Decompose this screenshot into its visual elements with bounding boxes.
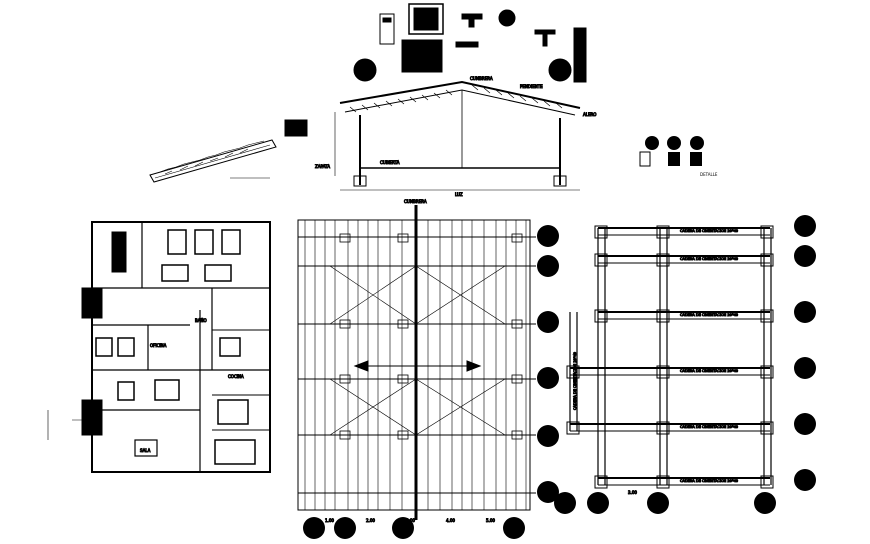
foundation-beam-plan: CADENA DE CIMENTACION 20*40 CADENA DE CI… — [554, 215, 816, 514]
beam-column-boxes — [566, 225, 774, 489]
detail-icons-top — [353, 3, 587, 83]
roof-section-elevation: CUMBRERA PENDIENTE ALERO CUBIERTA LUZ ZA… — [315, 76, 597, 198]
room-label: SALA — [140, 448, 151, 453]
beam-label: CADENA DE CIMENTACION 20*40 — [680, 369, 738, 373]
tick-label: 2.00 — [366, 518, 375, 523]
tick-label: 1.00 — [325, 518, 334, 523]
framing-top-label: CUMBRERA — [404, 199, 427, 204]
beam-dim-label: 3.00 — [628, 490, 637, 495]
floor-plan: SALA OFICINA BAÑO COCINA — [47, 221, 271, 473]
span-label: LUZ — [455, 192, 463, 197]
beam-vertical-label: CADENA DE CIMENTACION 20*40 — [573, 352, 577, 410]
office-label: OFICINA — [150, 343, 167, 348]
beam-label: CADENA DE CIMENTACION 20*40 — [680, 425, 738, 429]
beam-label: CADENA DE CIMENTACION 20*40 — [680, 313, 738, 317]
framing-column-markers — [303, 225, 559, 539]
beam-label: CADENA DE CIMENTACION 20*40 — [680, 257, 738, 261]
beam-label: CADENA DE CIMENTACION 20*40 — [680, 229, 738, 233]
detail-label: DETALLE — [700, 172, 718, 177]
ridge-label: CUMBRERA — [470, 76, 493, 81]
roof-framing-plan: CUMBRERA 1.00 2.00 3.00 4.00 5.00 — [297, 199, 559, 539]
column-details: DETALLE — [639, 136, 718, 177]
beam-column-markers — [554, 215, 816, 514]
tick-label: 5.00 — [486, 518, 495, 523]
kitchen-label: COCINA — [228, 374, 244, 379]
beam-label: CADENA DE CIMENTACION 20*40 — [680, 479, 738, 483]
base-label: ZAPATA — [315, 164, 330, 169]
tick-label: 4.00 — [446, 518, 455, 523]
roof-label: CUBIERTA — [380, 160, 400, 165]
eave-label: ALERO — [583, 112, 596, 117]
bath-label: BAÑO — [195, 318, 207, 323]
slope-label: PENDIENTE — [520, 84, 543, 89]
side-truss-detail — [149, 119, 308, 183]
